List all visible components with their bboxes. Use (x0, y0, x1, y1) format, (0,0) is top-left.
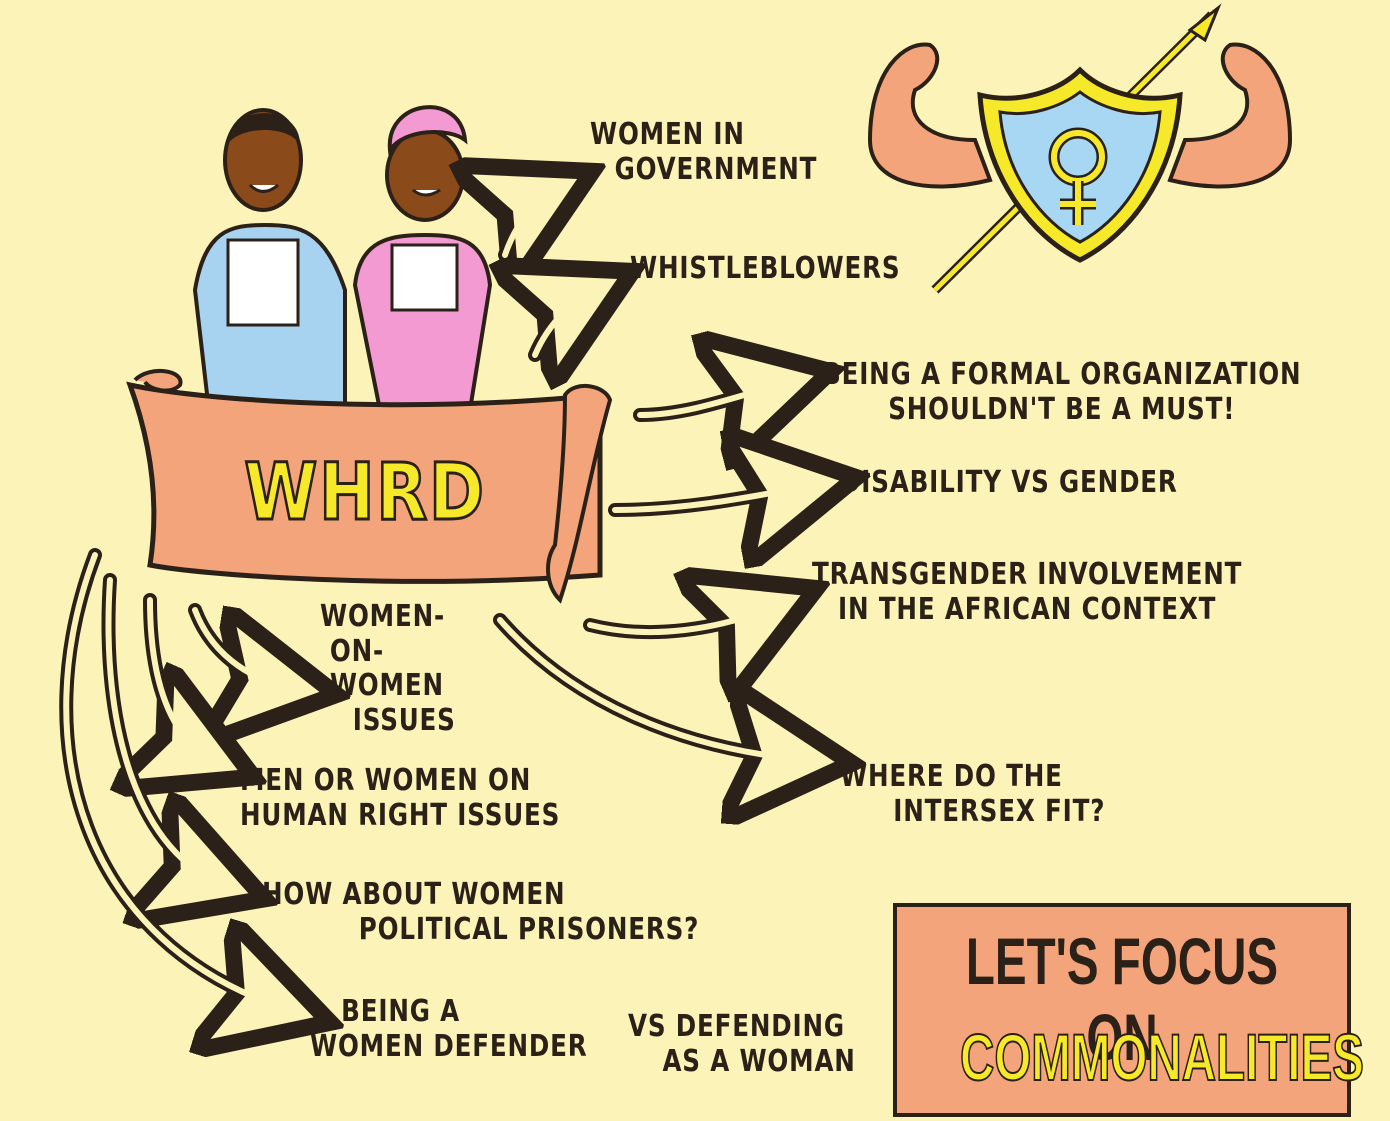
title-banner (126, 368, 613, 604)
label-transgender: TRANSGENDER INVOLVEMENT IN THE AFRICAN C… (812, 557, 1243, 627)
label-intersex: WHERE DO THE INTERSEX FIT? (840, 759, 1106, 829)
label-women-on-women: WOMEN- ON- WOMEN ISSUES (320, 599, 456, 738)
flexed-arm-icon (867, 42, 993, 189)
label-political-prisoners: HOW ABOUT WOMEN POLITICAL PRISONERS? (262, 877, 700, 947)
arrow-intersex (493, 613, 810, 760)
arrow-whistleblowers (535, 290, 595, 355)
arrow-women-on-women (188, 603, 295, 688)
label-disability: DISABILITY VS GENDER (840, 465, 1178, 500)
label-formal-org: BEING A FORMAL ORGANIZATION SHOULDN'T BE… (822, 357, 1302, 427)
label-women-government: WOMEN IN GOVERNMENT (590, 117, 818, 187)
female-symbol-icon (1048, 127, 1108, 225)
callout-line1: LET'S FOCUS ON (965, 924, 1279, 1074)
label-defending-woman: VS DEFENDING AS A WOMAN (628, 1009, 856, 1079)
person-man (192, 108, 347, 422)
commonalities-callout: LET'S FOCUS ON COMMONALITIES (893, 903, 1365, 1117)
shield-emblem (867, 3, 1293, 294)
callout-line2: COMMONALITIES (959, 1019, 1364, 1095)
banner-title: WHRD (243, 447, 486, 540)
person-woman (352, 105, 493, 412)
label-women-defender: BEING A WOMEN DEFENDER (310, 994, 588, 1064)
flexed-arm-icon (1167, 42, 1293, 189)
label-whistleblowers: WHISTLEBLOWERS (630, 251, 901, 286)
arrow-women-government (505, 190, 555, 255)
label-men-or-women: MEN OR WOMEN ON HUMAN RIGHT ISSUES (240, 763, 561, 833)
